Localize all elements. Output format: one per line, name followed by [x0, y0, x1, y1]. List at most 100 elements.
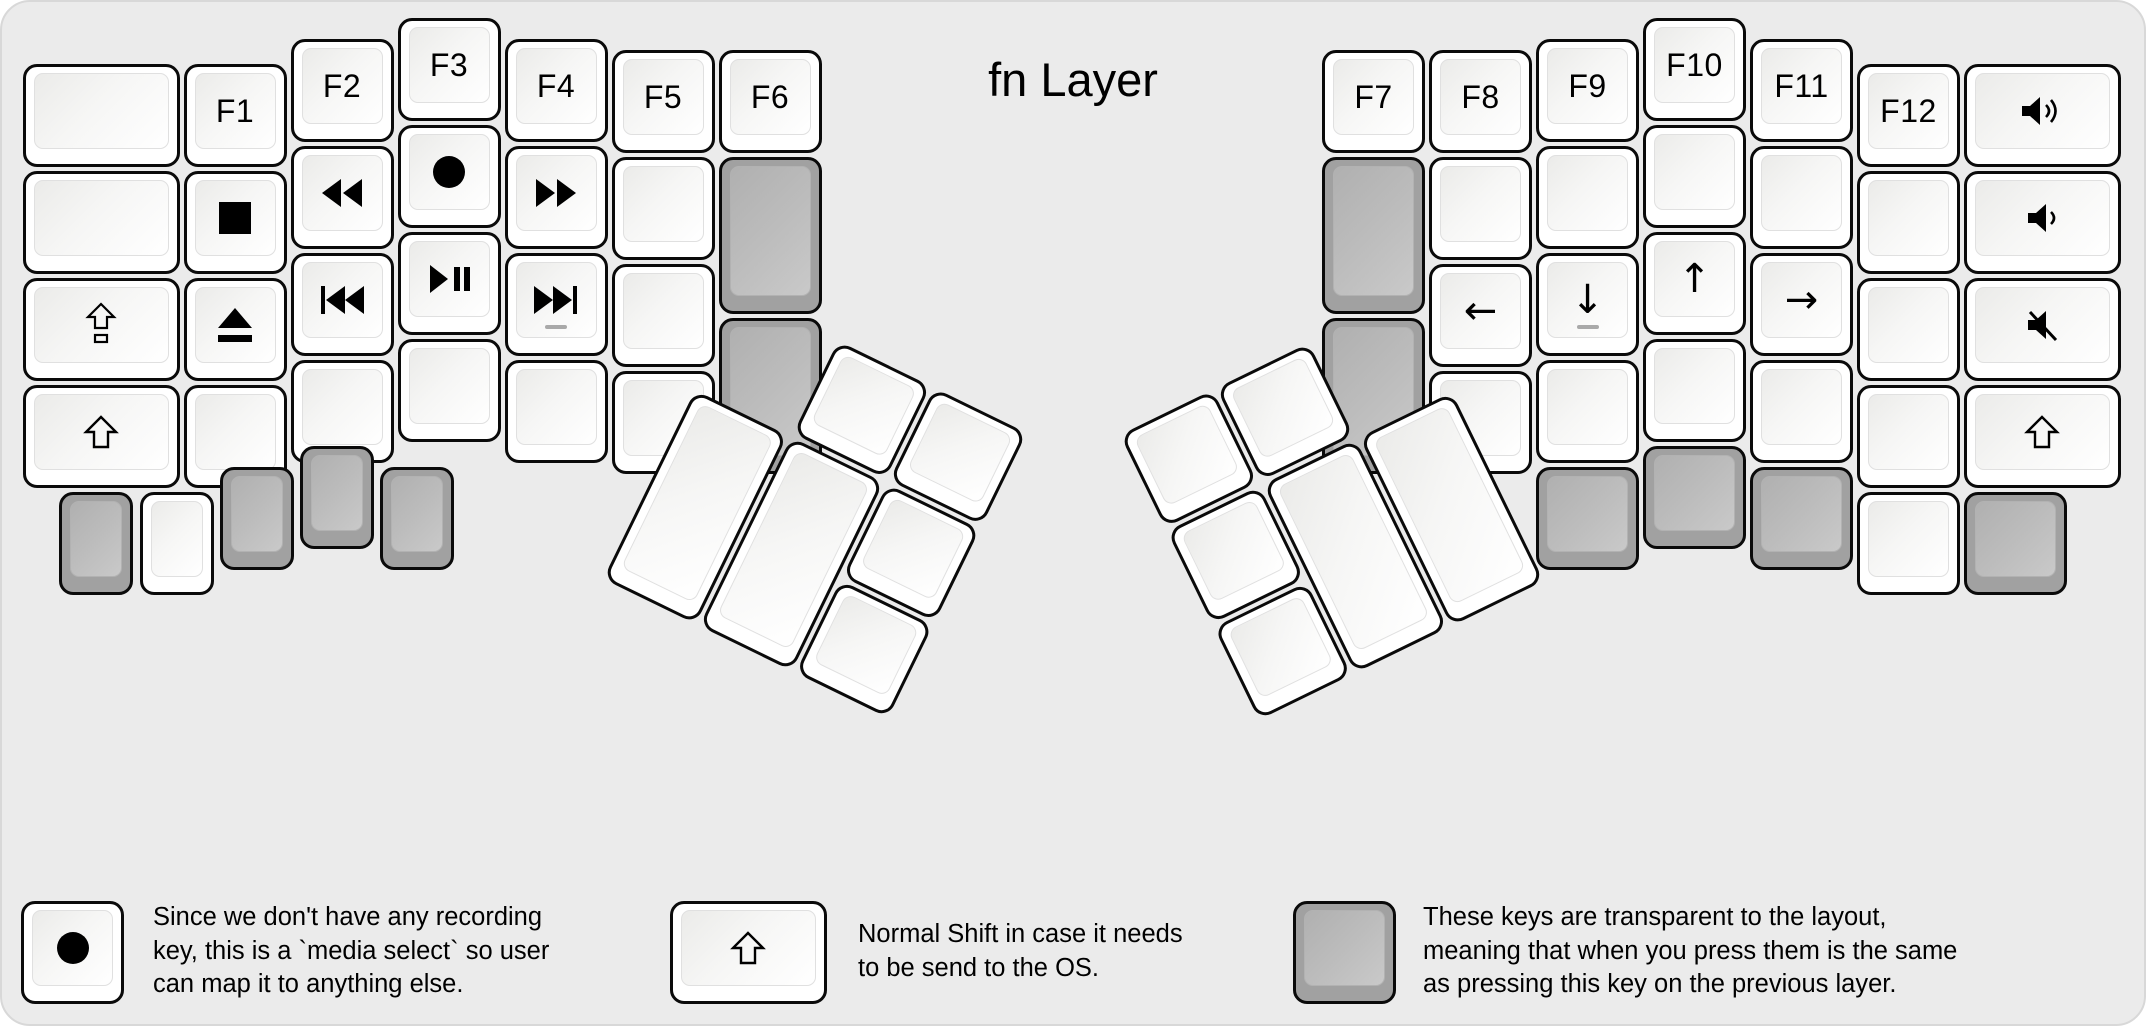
key-arrow-down[interactable]: ↓ [1536, 253, 1639, 357]
key-record[interactable] [397, 125, 501, 228]
keycap-face [34, 73, 169, 149]
key-f12[interactable]: F12 [1857, 64, 1960, 167]
key-blank[interactable] [1750, 360, 1853, 464]
key-transparent[interactable] [718, 157, 822, 314]
key-transparent[interactable] [1964, 492, 2067, 595]
keycap-face: ↓ [1547, 262, 1628, 339]
key-f6[interactable]: F6 [718, 50, 822, 154]
legend-line: Normal Shift in case it needs [858, 920, 1183, 948]
key-f7[interactable]: F7 [1322, 50, 1425, 154]
legend-line: Since we don't have any recording [153, 903, 543, 932]
key-blank[interactable] [1857, 385, 1960, 488]
key-label: F7 [1354, 78, 1393, 115]
key-blank[interactable] [397, 339, 501, 442]
key-blank[interactable] [611, 157, 715, 261]
key-blank[interactable] [1643, 339, 1746, 442]
key-transparent[interactable] [219, 467, 294, 570]
keycap-face: F3 [408, 27, 490, 103]
keycap-face: F1 [194, 73, 276, 149]
key-transparent[interactable] [1536, 467, 1639, 570]
key-f5[interactable]: F5 [611, 50, 715, 154]
keycap-face [622, 273, 704, 350]
keycap-face [1868, 287, 1949, 363]
key-blank[interactable] [1857, 278, 1960, 381]
key-f3[interactable]: F3 [397, 18, 501, 121]
key-transparent[interactable] [1322, 157, 1425, 314]
keycap-face [1180, 498, 1287, 603]
key-f10[interactable]: F10 [1643, 18, 1746, 121]
key-label: F4 [536, 67, 576, 104]
key-prev-track[interactable] [290, 253, 394, 357]
key-label: F9 [1568, 67, 1607, 104]
key-f9[interactable]: F9 [1536, 39, 1639, 143]
key-transparent[interactable] [59, 492, 134, 595]
key-arrow-right[interactable]: → [1750, 253, 1853, 357]
keycap-face [1868, 394, 1949, 470]
key-f11[interactable]: F11 [1750, 39, 1853, 143]
key-transparent[interactable] [1750, 467, 1853, 570]
keycap-face [515, 262, 597, 339]
key-blank[interactable] [1857, 171, 1960, 274]
keycap-face [194, 394, 276, 470]
keycap-face [408, 348, 490, 424]
key-rewind[interactable] [290, 146, 394, 250]
arrow-left-icon: ← [1463, 288, 1498, 335]
keycap-face [1547, 476, 1628, 552]
keycap-face [1654, 348, 1735, 424]
key-blank[interactable] [1857, 492, 1960, 595]
prev-track-icon [319, 285, 365, 315]
key-shift[interactable] [1964, 385, 2121, 488]
key-fast-forward[interactable] [504, 146, 608, 250]
key-eject[interactable] [183, 278, 287, 381]
keycap-face [1868, 180, 1949, 256]
key-f1[interactable]: F1 [183, 64, 287, 167]
key-blank[interactable] [504, 360, 608, 464]
key-volume-up[interactable] [1964, 64, 2121, 167]
key-shift[interactable] [23, 385, 180, 488]
key-blank[interactable] [611, 264, 715, 368]
next-track-icon [533, 285, 579, 315]
key-caps-lock[interactable] [23, 278, 180, 381]
key-blank[interactable] [1750, 146, 1853, 250]
volume-mute-icon [2022, 307, 2062, 343]
volume-up-icon [2019, 94, 2065, 128]
key-volume-mute[interactable] [1964, 278, 2121, 381]
keycap-face [1304, 910, 1385, 986]
key-f2[interactable]: F2 [290, 39, 394, 143]
shift-icon [82, 414, 120, 450]
key-blank[interactable] [1536, 360, 1639, 464]
keycap-face [810, 353, 917, 458]
key-transparent[interactable] [380, 467, 455, 570]
key-next-track[interactable] [504, 253, 608, 357]
key-f4[interactable]: F4 [504, 39, 608, 143]
keycap-face: ↑ [1654, 241, 1735, 317]
key-blank[interactable] [1429, 157, 1532, 261]
keycap-face [301, 262, 383, 339]
keycap-face [311, 455, 364, 531]
volume-down-icon [2022, 201, 2062, 235]
key-play-pause[interactable] [397, 232, 501, 335]
shift-icon [2023, 414, 2061, 450]
key-transparent[interactable] [300, 446, 375, 549]
keycap-face [1227, 595, 1334, 699]
key-arrow-up[interactable]: ↑ [1643, 232, 1746, 335]
key-stop[interactable] [183, 171, 287, 274]
key-label: F5 [643, 78, 683, 115]
record-icon [432, 155, 466, 189]
key-blank[interactable] [23, 64, 180, 167]
key-blank[interactable] [139, 492, 214, 595]
key-blank[interactable] [1643, 125, 1746, 228]
keycap-face: F11 [1761, 48, 1842, 125]
key-blank[interactable] [1536, 146, 1639, 250]
keycap-face [1761, 369, 1842, 446]
key-arrow-left[interactable]: ← [1429, 264, 1532, 368]
key-transparent[interactable] [1643, 446, 1746, 549]
key-blank[interactable] [23, 171, 180, 274]
legend-line: as pressing this key on the previous lay… [1423, 970, 1897, 999]
key-volume-down[interactable] [1964, 171, 2121, 274]
key-f8[interactable]: F8 [1429, 50, 1532, 154]
key-label: F6 [750, 78, 790, 115]
key-label: F12 [1880, 92, 1937, 129]
